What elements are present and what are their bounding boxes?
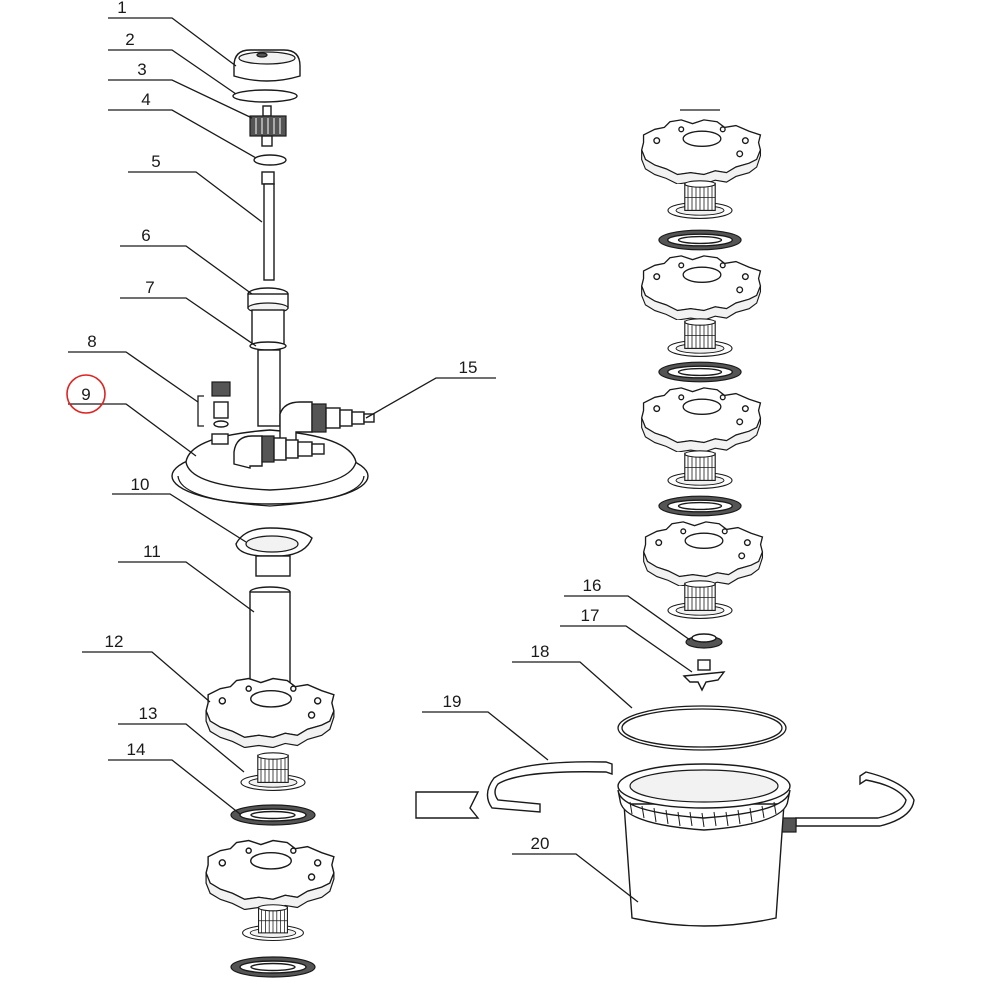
filter-plate-r4 <box>642 521 764 586</box>
leader-lines <box>68 17 693 903</box>
part-3-valve-head <box>249 105 287 147</box>
filter-plate-r1 <box>640 119 762 184</box>
part-14-seal-ring <box>230 804 316 826</box>
highlight-circle-9 <box>66 374 106 414</box>
filter-plate-r2 <box>640 255 762 320</box>
label-3: 3 <box>137 60 146 79</box>
part-19-clamp-left <box>415 761 613 819</box>
label-13: 13 <box>139 704 158 723</box>
label-12: 12 <box>105 632 124 651</box>
part-8-fitting <box>197 381 231 428</box>
label-20: 20 <box>531 834 550 853</box>
label-10: 10 <box>131 475 150 494</box>
part-20-canister <box>617 763 791 927</box>
label-14: 14 <box>127 740 146 759</box>
part-18-gasket <box>617 705 787 751</box>
spring-cage-r4 <box>667 580 733 620</box>
label-6: 6 <box>141 226 150 245</box>
label-5: 5 <box>151 152 160 171</box>
canister-ribs <box>629 801 777 828</box>
label-4: 4 <box>141 90 150 109</box>
part-13-spring-cage <box>240 752 306 792</box>
part-2-o-ring <box>232 89 298 103</box>
spring-cage-r1 <box>667 180 733 220</box>
seal-ring-r2 <box>658 361 742 383</box>
filter-plate-r3 <box>640 387 762 452</box>
label-19: 19 <box>443 692 462 711</box>
part-12-filter-plate <box>205 677 335 748</box>
label-9: 9 <box>81 385 90 404</box>
part-16-bearing <box>685 633 723 649</box>
filter-plate-lower <box>205 839 335 910</box>
part-10-diffuser <box>235 527 313 577</box>
callout-labels: 1 2 3 4 5 6 7 8 9 10 11 12 13 14 15 16 1… <box>66 0 602 853</box>
spring-cage-lower <box>241 904 305 942</box>
part-1-cap <box>233 49 301 82</box>
part-7-riser <box>249 309 287 427</box>
label-7: 7 <box>145 278 154 297</box>
label-15: 15 <box>459 358 478 377</box>
label-1: 1 <box>117 0 126 17</box>
label-2: 2 <box>125 30 134 49</box>
part-6-coupling <box>247 287 289 314</box>
label-8: 8 <box>87 332 96 351</box>
label-18: 18 <box>531 642 550 661</box>
part-19-clamp-right <box>781 771 915 833</box>
part-5-tube <box>261 171 275 281</box>
part-4-small-o-ring <box>253 154 287 166</box>
seal-ring-r1 <box>658 229 742 251</box>
seal-ring-lower <box>230 956 316 978</box>
spring-cage-r2 <box>667 318 733 358</box>
seal-ring-r3 <box>658 495 742 517</box>
part-15-outlet-elbow <box>279 401 375 445</box>
label-16: 16 <box>583 576 602 595</box>
inlet-elbow <box>233 435 325 469</box>
label-11: 11 <box>143 542 161 561</box>
part-17-impeller <box>682 659 726 692</box>
spring-cage-r3 <box>667 450 733 490</box>
label-17: 17 <box>581 606 600 625</box>
